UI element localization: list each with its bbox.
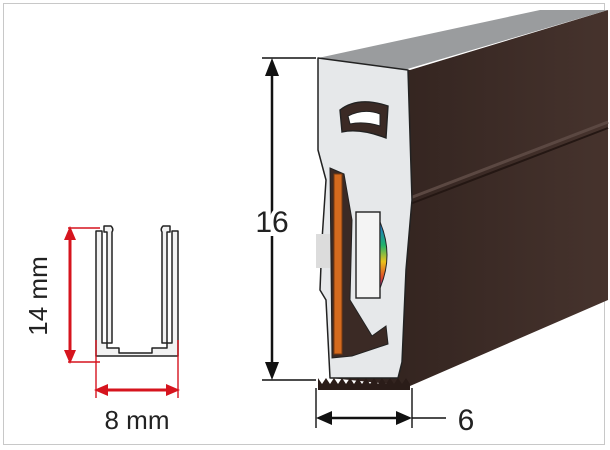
profile-width-dimension: 8 mm [94,340,180,435]
inner-channel [329,167,389,359]
led-strip-section [316,10,609,390]
led-chip [355,211,381,299]
rgb-light [379,221,388,289]
strip-width-dimension: 6 [315,388,475,437]
u-channel-profile [95,225,179,357]
strip-height-label: 16 [255,206,288,239]
profile-width-label: 8 mm [105,405,170,435]
pcb-strip [333,173,343,355]
profile-height-dimension: 14 mm [23,226,100,364]
u-channel-shape [95,225,179,357]
strip-top-face [318,10,608,70]
strip-height-dimension: 16 [251,57,316,381]
profile-height-label: 14 mm [23,256,53,335]
serrated-base [318,378,410,390]
strip-width-label: 6 [458,404,475,437]
